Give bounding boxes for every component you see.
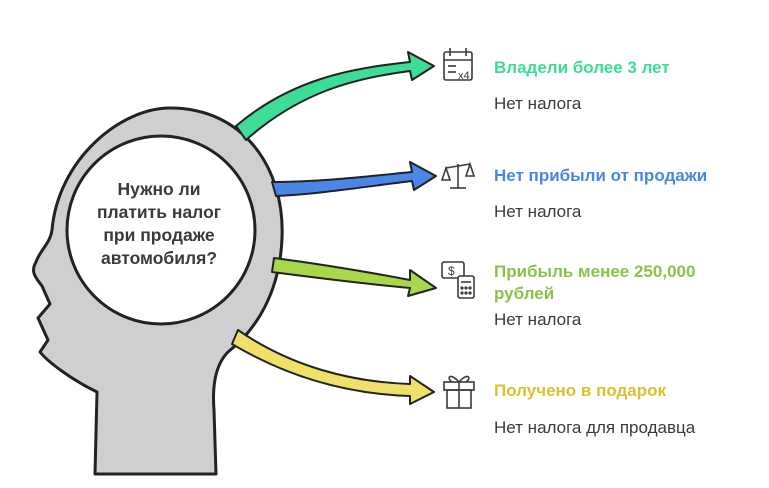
branch-3-title-line: рублей: [494, 284, 555, 303]
question-line: при продаже: [103, 225, 215, 245]
arrow-branch-3: [271, 257, 437, 297]
branch-3-title-line: Прибыль менее 250,000: [494, 262, 696, 281]
branch-3-title: Прибыль менее 250,000 рублей: [494, 261, 695, 305]
gift-icon: [443, 375, 475, 409]
arrow-branch-2: [271, 161, 437, 197]
arrow-branch-1: [235, 51, 435, 141]
money-calculator-icon: $: [441, 261, 475, 299]
question-line: автомобиля?: [100, 248, 218, 268]
branch-1-title: Владели более 3 лет: [494, 58, 670, 77]
svg-text:x4: x4: [458, 70, 470, 82]
branch-1-description: Нет налога: [494, 94, 582, 113]
arrow-branch-4: [231, 329, 435, 405]
question-line: платить налог: [96, 202, 222, 222]
thought-circle: [65, 134, 257, 326]
question-line: Нужно ли: [117, 179, 201, 199]
branch-3-description: Нет налога: [494, 310, 582, 329]
branch-2-title: Нет прибыли от продажи: [494, 166, 708, 185]
svg-text:$: $: [448, 264, 455, 278]
central-question: Нужно ли платить налог при продаже автом…: [88, 178, 230, 270]
branch-4-description: Нет налога для продавца: [494, 418, 696, 437]
calendar-x4-icon: x4: [443, 48, 473, 82]
branch-4-title: Получено в подарок: [494, 381, 667, 400]
branch-2-description: Нет налога: [494, 202, 582, 221]
balance-scale-icon: [440, 161, 476, 189]
